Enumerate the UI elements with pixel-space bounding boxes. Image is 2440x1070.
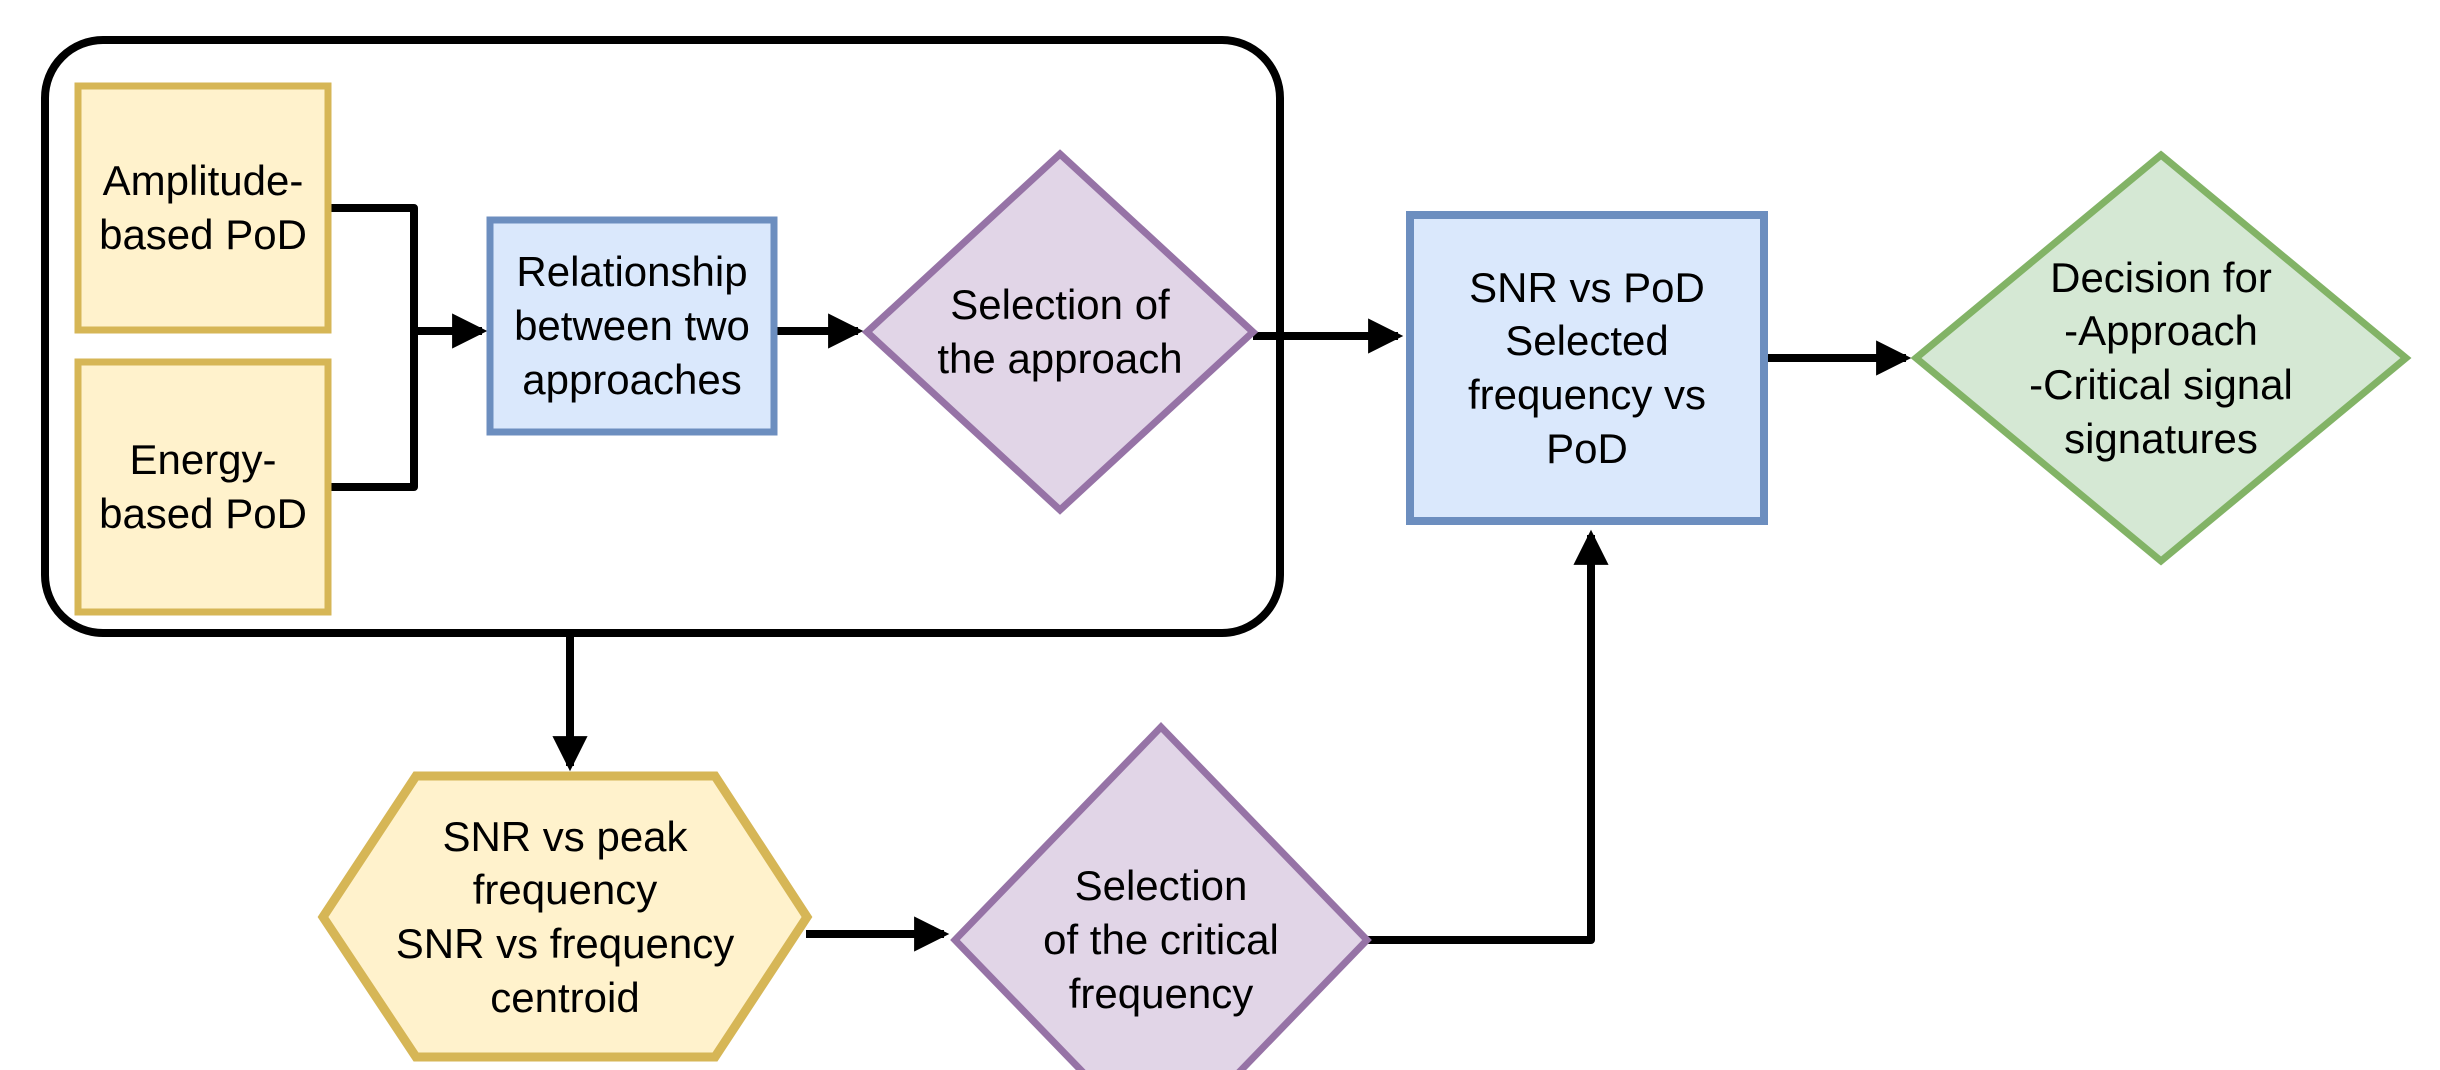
snr-vs-pod-shape — [1406, 211, 1768, 525]
relationship-shape — [486, 216, 778, 436]
connector-layer — [326, 204, 1912, 952]
amplitude-based-pod-shape — [74, 82, 332, 334]
energy-based-pod-shape — [74, 358, 332, 616]
arrow-critical-frequency-to-snr-pod — [1367, 529, 1609, 944]
approach-selection-diamond-shape — [861, 149, 1259, 515]
snr-frequency-hexagon-shape — [317, 771, 813, 1062]
critical-frequency-diamond-shape — [950, 721, 1372, 1070]
arrow-amplitude-energy-merge — [326, 204, 418, 491]
decision-diamond-shape — [1910, 150, 2412, 566]
